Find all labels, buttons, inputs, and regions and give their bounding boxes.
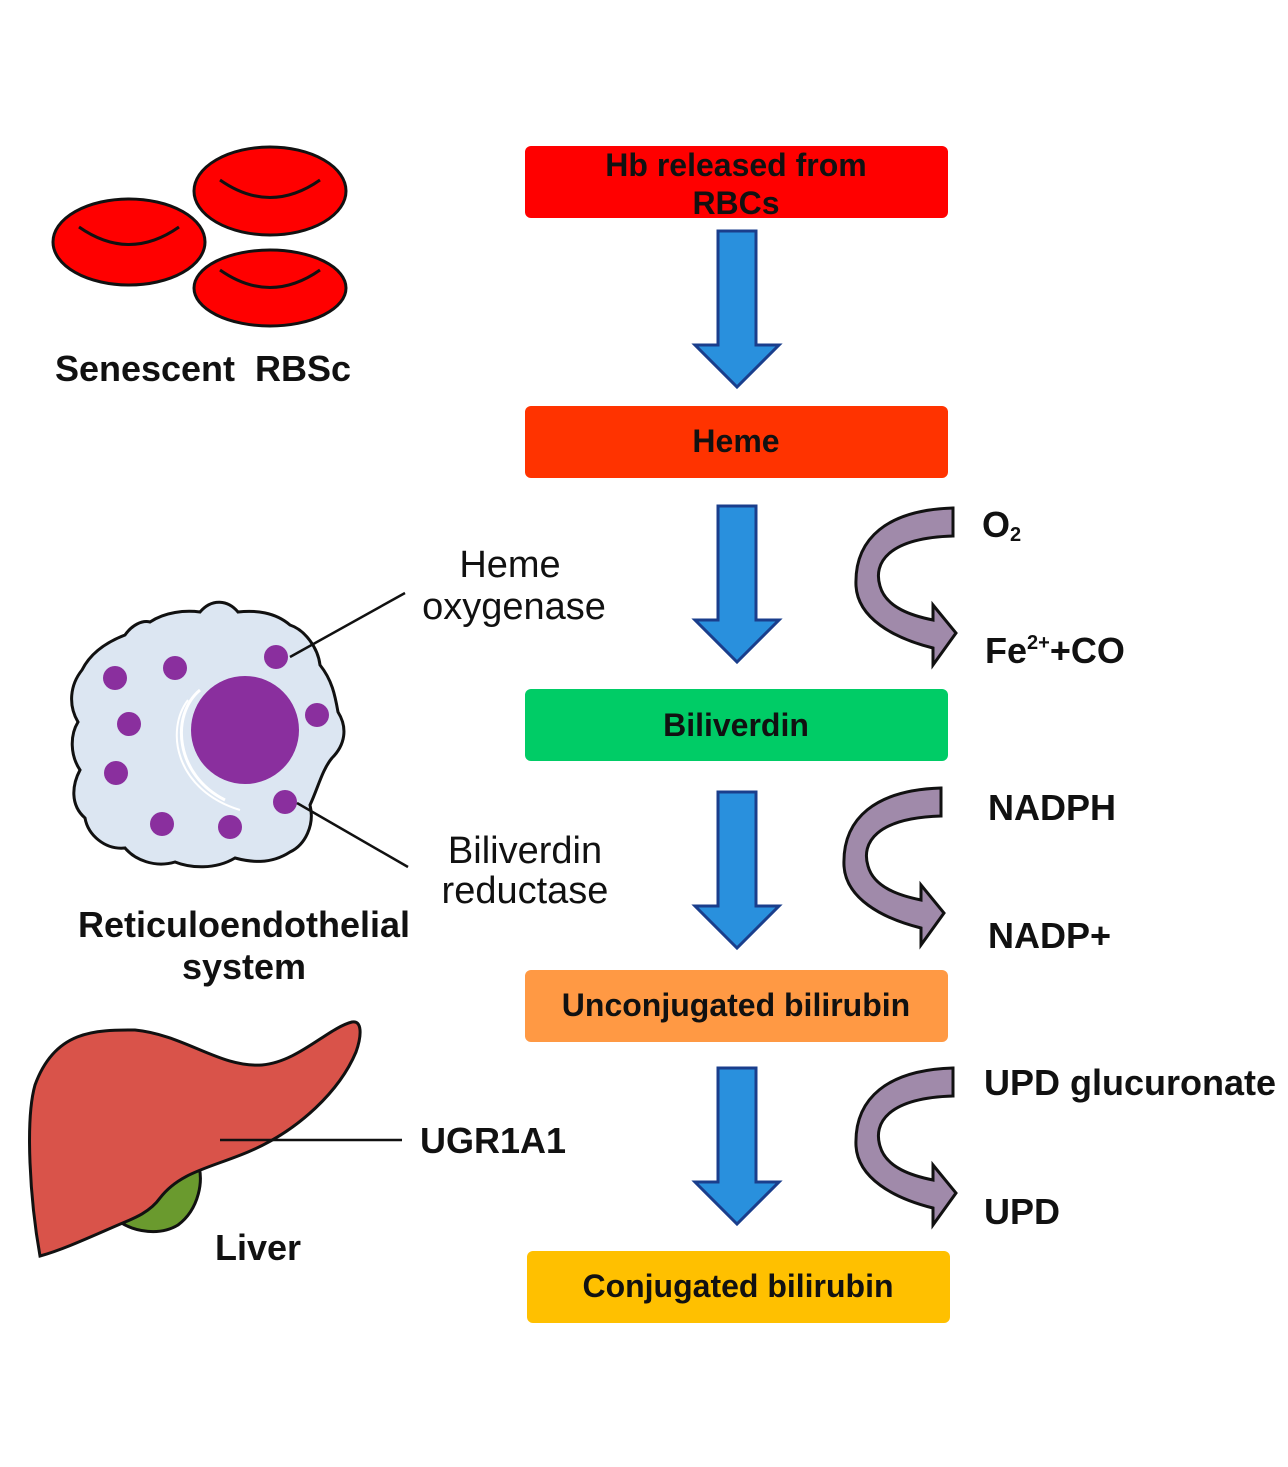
step-heme-label: Heme [692,423,779,459]
step-box-hb-released: Hb released from RBCs [525,146,948,221]
macrophage-cell-icon [70,600,346,869]
step-conjugated-label: Conjugated bilirubin [582,1268,893,1304]
cofactor-nadph-label: NADPH [988,787,1116,828]
cofactor-o2-label: O2 [982,504,1021,546]
curved-arrow-icon [842,786,946,947]
down-arrow-icon [693,790,781,950]
cofactor-upd-label: UPD [984,1191,1060,1232]
rbc-cell-icon [51,197,207,287]
heme-oxygenase-label-line1: Heme [459,544,560,586]
curved-arrow-icon [854,506,958,667]
step-box-heme: Heme [525,406,948,478]
nucleus-icon [191,676,299,784]
down-arrow-icon [693,504,781,664]
heme-oxygenase-pointer [289,591,406,659]
curved-arrow-icon [854,1066,958,1227]
rbc-cell-icon [192,248,348,328]
step-hb-label-line1: Hb released from [605,147,866,183]
cofactor-upd-glucuronate-label: UPD glucuronate [984,1062,1276,1103]
res-label-line2: system [182,946,306,987]
down-arrow-icon [693,1066,781,1226]
liver-icon [28,1020,362,1258]
rbc-cluster-icon [51,145,348,328]
biliverdin-reductase-label-line2: reductase [442,870,609,912]
biliverdin-reductase-label-line1: Biliverdin [448,830,602,872]
step-unconjugated-label: Unconjugated bilirubin [562,987,910,1023]
rbc-cell-icon [192,145,348,237]
cofactor-nadp-label: NADP+ [988,915,1111,956]
rbc-label: Senescent RBSc [55,348,351,389]
ugt-label: UGR1A1 [420,1120,566,1161]
step-biliverdin-label: Biliverdin [663,707,809,743]
step-box-unconjugated-bilirubin: Unconjugated bilirubin [525,970,948,1042]
step-hb-label-line2: RBCs [692,185,779,221]
heme-oxygenase-label-line2: oxygenase [422,586,606,628]
res-label-line1: Reticuloendothelial [78,904,410,945]
step-box-biliverdin: Biliverdin [525,689,948,761]
down-arrow-icon [693,229,781,389]
granules-icon [103,645,329,839]
cofactor-fe-co-label: Fe2++CO [985,630,1125,671]
liver-label: Liver [215,1227,301,1268]
step-box-conjugated-bilirubin: Conjugated bilirubin [527,1251,950,1323]
biliverdin-reductase-pointer [296,801,409,869]
